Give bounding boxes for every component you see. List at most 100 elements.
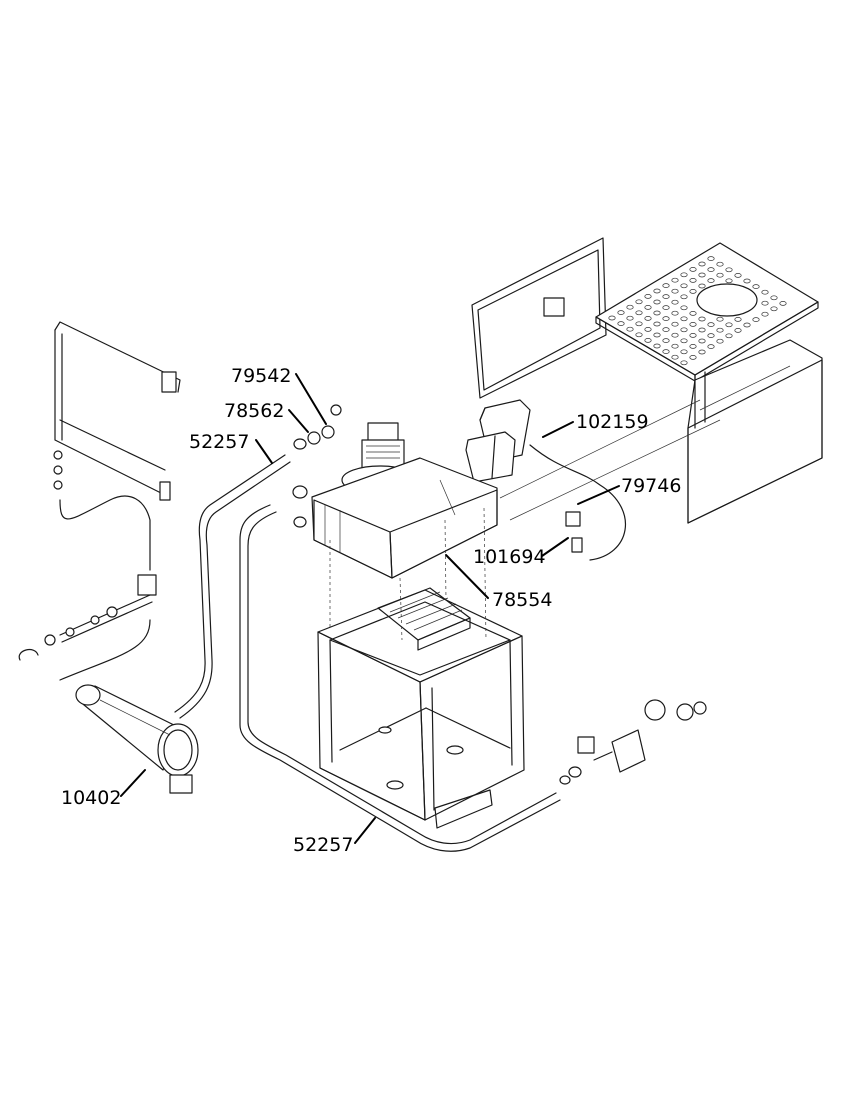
leader-78554 — [445, 554, 489, 599]
grate-hole — [644, 327, 652, 332]
grate-hole — [617, 321, 625, 326]
grate-hole — [761, 311, 769, 317]
leader-101694 — [541, 537, 569, 557]
grate-hole — [689, 289, 697, 294]
grate-hole — [680, 305, 688, 311]
grate-hole — [635, 310, 643, 316]
grate-hole — [671, 343, 679, 349]
grate-hole — [707, 322, 715, 327]
grate-hole — [635, 321, 643, 327]
grate-hole — [662, 338, 670, 343]
grate-hole — [698, 349, 706, 355]
grate-hole — [671, 332, 679, 338]
perforated-top-grate — [595, 242, 819, 382]
grate-hole — [671, 299, 679, 305]
callout-79542: 79542 — [231, 365, 292, 387]
duct-transition — [465, 399, 531, 483]
grate-hole — [743, 278, 751, 284]
grate-hole — [617, 310, 625, 315]
grate-hole — [671, 288, 679, 294]
grate-hole — [689, 344, 697, 349]
grate-hole — [716, 327, 724, 333]
access-panel — [471, 237, 607, 399]
grate-hole — [698, 272, 706, 278]
callout-101694: 101694 — [473, 546, 546, 568]
grate-hole — [680, 294, 688, 300]
grate-hole — [689, 267, 697, 272]
grate-hole — [761, 300, 769, 306]
grate-hole — [653, 310, 661, 316]
grate-hole — [671, 277, 679, 283]
cabinet-side-panel — [687, 339, 823, 524]
grate-hole — [680, 316, 688, 322]
blower-assembly — [311, 422, 498, 579]
supply-hose-upper — [174, 454, 291, 719]
grate-hole — [716, 272, 724, 278]
grate-hole — [689, 355, 697, 360]
grate-hole — [698, 316, 706, 322]
burner-tray — [377, 587, 471, 651]
grate-hole — [698, 261, 706, 267]
pressure-switch — [529, 444, 627, 561]
grate-hole — [779, 301, 787, 306]
leader-52257-upper — [255, 439, 273, 464]
grate-hole — [680, 349, 688, 355]
grate-hole — [761, 289, 769, 295]
leader-78562 — [288, 409, 309, 433]
grate-hole — [608, 315, 616, 321]
grate-hole — [680, 360, 688, 366]
leader-79746 — [577, 485, 620, 505]
leader-102159 — [542, 421, 574, 438]
grate-hole — [635, 332, 643, 338]
callout-52257-lower: 52257 — [293, 834, 354, 856]
grate-hole — [689, 278, 697, 283]
grate-hole — [734, 317, 742, 322]
grate-hole — [680, 327, 688, 333]
main-frame — [317, 589, 525, 829]
grate-hole — [698, 283, 706, 289]
grate-hole — [662, 305, 670, 310]
grate-hole — [662, 316, 670, 321]
grate-hole — [671, 310, 679, 316]
callout-79746: 79746 — [621, 475, 682, 497]
grate-hole — [707, 256, 715, 261]
grate-hole — [725, 333, 733, 339]
grate-hole — [689, 322, 697, 327]
grate-hole — [707, 267, 715, 272]
elbow-fittings — [292, 404, 342, 528]
grate-hole — [770, 295, 778, 301]
grate-hole — [653, 343, 661, 349]
grate-hole — [626, 304, 634, 310]
callout-78554: 78554 — [492, 589, 553, 611]
grate-hole — [662, 349, 670, 354]
grate-hole — [725, 322, 733, 328]
grate-hole — [644, 305, 652, 310]
grate-hole — [653, 299, 661, 305]
grate-hole — [770, 306, 778, 312]
grate-hole — [716, 316, 724, 322]
grate-hole — [707, 344, 715, 349]
callout-52257-upper: 52257 — [189, 431, 250, 453]
grate-hole — [689, 311, 697, 316]
grate-hole — [716, 261, 724, 267]
leader-10402 — [120, 769, 146, 797]
callout-102159: 102159 — [576, 411, 649, 433]
grate-hole — [635, 299, 643, 305]
grate-hole — [716, 338, 724, 344]
grate-hole — [680, 272, 688, 278]
grate-hole — [734, 273, 742, 278]
grate-hole — [725, 278, 733, 284]
grate-hole — [743, 322, 751, 328]
assembly-lines — [329, 399, 721, 641]
grate-hole — [626, 315, 634, 321]
grate-hole — [734, 328, 742, 333]
callout-78562: 78562 — [224, 400, 285, 422]
grate-hole — [644, 316, 652, 321]
grate-hole — [680, 338, 688, 344]
leader-52257-lower — [354, 817, 376, 844]
grate-hole — [671, 354, 679, 360]
callout-10402: 10402 — [61, 787, 122, 809]
grate-hole — [707, 333, 715, 338]
grate-hole — [626, 326, 634, 332]
